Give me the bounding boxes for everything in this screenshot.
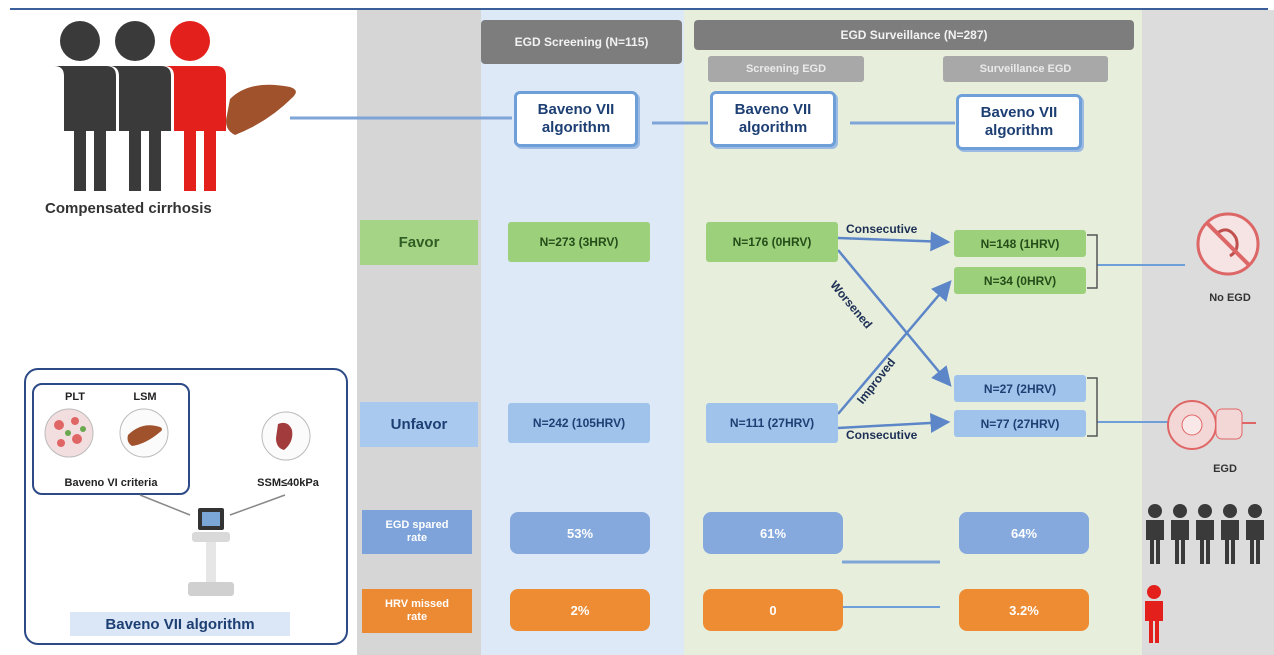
baveno-vii-algorithm-caption: Baveno VII algorithm (70, 612, 290, 636)
cell-surveillance-favor: N=176 (0HRV) (706, 222, 838, 262)
patients-illustration (54, 21, 296, 191)
platelet-icon (44, 408, 94, 458)
arrow-label-consecutive-top: Consecutive (846, 222, 918, 236)
top-border (0, 0, 1274, 10)
cell-surveillance-unfavor: N=111 (27HRV) (706, 403, 838, 443)
ultrasound-device-icon (139, 494, 286, 596)
top-border-line (10, 8, 1268, 10)
algorithm-box-surveillance-screening: Baveno VII algorithm (710, 91, 836, 147)
person-icon (1146, 504, 1164, 564)
spared-rate-screening: 53% (510, 512, 650, 554)
no-egd-label: No EGD (1209, 292, 1251, 304)
surveillance-egd-subheader: Surveillance EGD (943, 56, 1108, 82)
egd-screening-header: EGD Screening (N=115) (481, 20, 682, 64)
person-icon (109, 21, 171, 191)
egd-label: EGD (1213, 463, 1237, 475)
ssm-icon (261, 411, 311, 461)
algorithm-box-surveillance-final: Baveno VII algorithm (956, 94, 1082, 150)
person-icon (54, 21, 116, 191)
spared-people-icons (1146, 504, 1264, 564)
no-egd-icon (1196, 212, 1260, 276)
algorithm-box-screening: Baveno VII algorithm (514, 91, 638, 147)
egd-surveillance-header: EGD Surveillance (N=287) (694, 20, 1134, 50)
cell-screening-favor: N=273 (3HRV) (508, 222, 650, 262)
person-icon (1171, 504, 1189, 564)
compensated-cirrhosis-caption: Compensated cirrhosis (45, 200, 212, 217)
missed-rate-surveillance: 0 (703, 589, 843, 631)
spared-rate-final: 64% (959, 512, 1089, 554)
cell-screening-unfavor: N=242 (105HRV) (508, 403, 650, 443)
liver-icon (226, 84, 296, 135)
row-label-egd-spared-rate: EGD spared rate (362, 510, 472, 554)
row-label-unfavor: Unfavor (360, 402, 478, 447)
screening-egd-subheader: Screening EGD (708, 56, 864, 82)
lsm-label: LSM (133, 391, 157, 403)
person-icon (1221, 504, 1239, 564)
egd-icon (1167, 400, 1256, 450)
missed-person-icon (1145, 585, 1163, 643)
cell-outcome-unfavor-worsened: N=27 (2HRV) (954, 375, 1086, 402)
plt-label: PLT (65, 391, 85, 403)
person-icon (164, 21, 226, 191)
baveno-vi-inner-box (32, 383, 190, 495)
person-icon (1196, 504, 1214, 564)
baveno-vi-criteria-label: Baveno VI criteria (64, 477, 158, 489)
cell-outcome-favor-consecutive: N=148 (1HRV) (954, 230, 1086, 257)
row-label-favor: Favor (360, 220, 478, 265)
cell-outcome-unfavor-consecutive: N=77 (27HRV) (954, 410, 1086, 437)
missed-rate-screening: 2% (510, 589, 650, 631)
liver-stiffness-icon (119, 408, 169, 458)
arrow-label-consecutive-bottom: Consecutive (846, 428, 918, 442)
ssm-label: SSM≤40kPa (257, 477, 319, 489)
person-icon (1246, 504, 1264, 564)
cell-outcome-favor-improved: N=34 (0HRV) (954, 267, 1086, 294)
row-label-hrv-missed-rate: HRV missed rate (362, 589, 472, 633)
spared-rate-surveillance: 61% (703, 512, 843, 554)
missed-rate-final: 3.2% (959, 589, 1089, 631)
